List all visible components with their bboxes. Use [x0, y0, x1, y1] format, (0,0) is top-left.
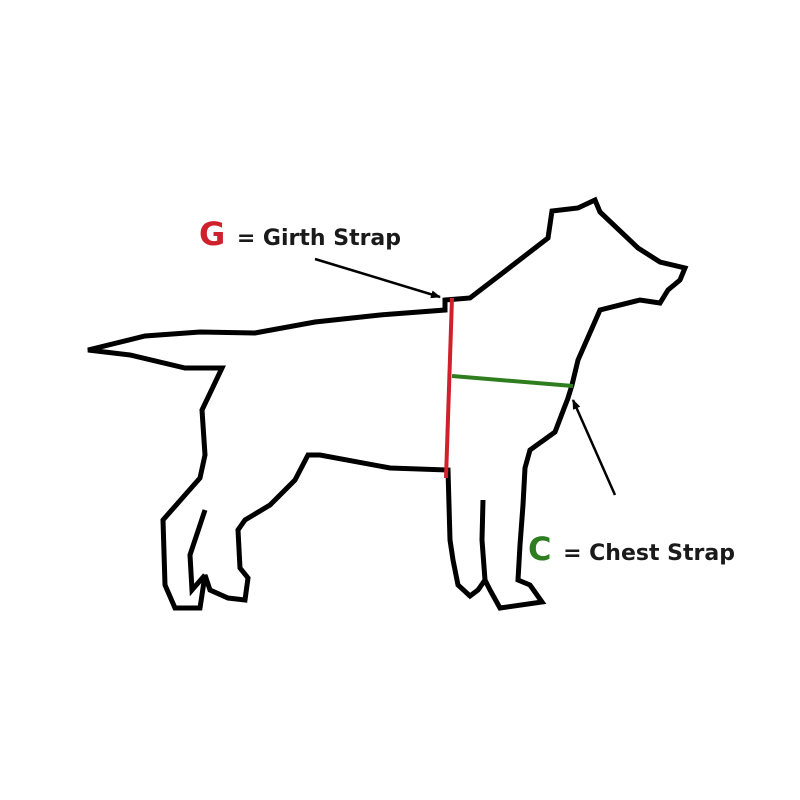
chest-strap-label: C = Chest Strap [528, 533, 735, 565]
chest-letter: C [528, 530, 552, 568]
girth-letter: G [199, 215, 226, 253]
girth-arrow [314, 257, 441, 299]
dog-body-outline [87, 196, 689, 611]
girth-strap-line [444, 297, 454, 479]
chest-strap-line [451, 374, 574, 388]
inner-back-leg-line [187, 509, 208, 597]
girth-strap-label: G = Girth Strap [199, 218, 401, 250]
girth-text: = Girth Strap [236, 226, 402, 251]
inner-front-leg-line [479, 499, 488, 581]
chest-text: = Chest Strap [563, 541, 735, 566]
chest-arrow [571, 399, 617, 496]
